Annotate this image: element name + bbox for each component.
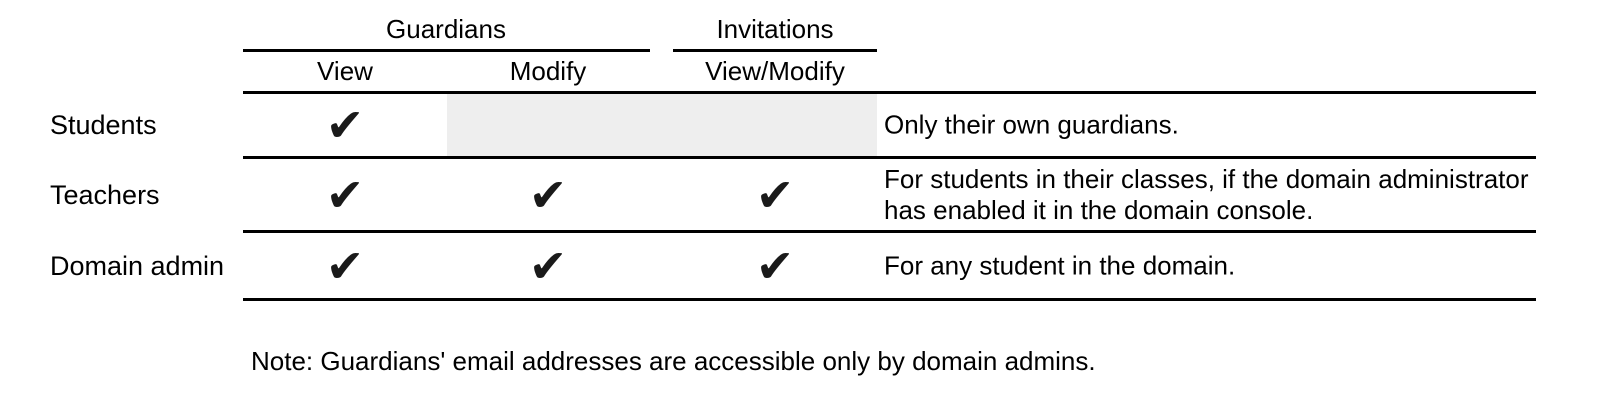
column-header-modify: Modify xyxy=(509,56,587,86)
table-bottom-line xyxy=(243,298,1536,301)
row-label-students: Students xyxy=(50,109,157,140)
column-header-view-modify: View/Modify xyxy=(705,56,845,86)
row-note-students: Only their own guardians. xyxy=(884,109,1179,139)
row-note-domain-admin: For any student in the domain. xyxy=(884,250,1236,280)
column-group-header-invitations: Invitations xyxy=(716,14,834,44)
teachers-invitations-check-icon: ✔ xyxy=(755,167,795,222)
teachers-row-separator-line xyxy=(243,230,1536,233)
table-row-students: Students ✔ Only their own guardians. xyxy=(0,93,1600,156)
column-header-view: View xyxy=(317,56,373,86)
domain-admin-guardians-modify-check-icon: ✔ xyxy=(528,238,568,293)
table-row-teachers: Teachers ✔ ✔ ✔ For students in their cla… xyxy=(0,159,1600,230)
students-guardians-view-check-icon: ✔ xyxy=(325,97,365,152)
column-group-header-guardians: Guardians xyxy=(386,14,506,44)
students-no-access-shaded-cell xyxy=(447,93,877,156)
table-row-domain-admin: Domain admin ✔ ✔ ✔ For any student in th… xyxy=(0,233,1600,298)
invitations-group-underline xyxy=(673,49,877,52)
domain-admin-guardians-view-check-icon: ✔ xyxy=(325,238,365,293)
teachers-guardians-view-check-icon: ✔ xyxy=(325,167,365,222)
header-separator-line xyxy=(243,91,1536,94)
row-label-domain-admin: Domain admin xyxy=(50,250,225,281)
row-label-teachers: Teachers xyxy=(50,179,160,210)
teachers-guardians-modify-check-icon: ✔ xyxy=(528,167,568,222)
students-row-separator-line xyxy=(243,156,1536,159)
guardians-group-underline xyxy=(243,49,650,52)
row-note-teachers: For students in their classes, if the do… xyxy=(884,163,1529,225)
domain-admin-invitations-check-icon: ✔ xyxy=(755,238,795,293)
footnote: Note: Guardians' email addresses are acc… xyxy=(251,346,1096,376)
